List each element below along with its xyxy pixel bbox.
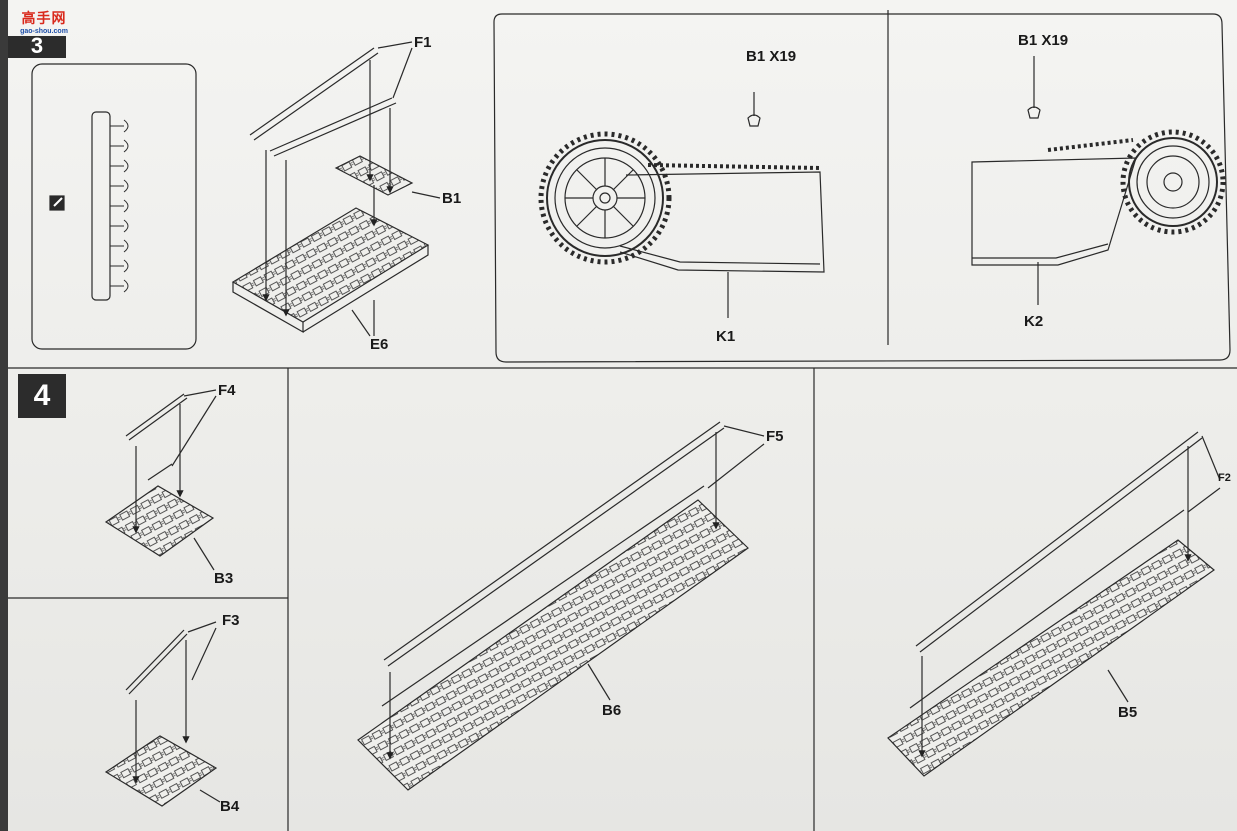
callout-right: B1 X19 (1018, 32, 1069, 49)
k2-hull (971, 56, 1226, 305)
label-f4: F4 (218, 382, 236, 399)
step3-track-assembly (231, 41, 441, 337)
k1-hull (538, 92, 825, 318)
site-logo-text: 高手网 (21, 10, 67, 27)
instruction-page: 高手网 gao-shou.com 3 4 F1 B1 E6 B1 X19 K1 … (8, 0, 1237, 831)
callout-left: B1 X19 (746, 48, 797, 65)
step4-b5-assembly (887, 431, 1221, 777)
label-k2: K2 (1024, 313, 1044, 330)
label-b1: B1 (442, 190, 462, 207)
step4-b6-assembly (357, 421, 765, 791)
step3-frame (493, 13, 1231, 363)
label-f3: F3 (222, 612, 240, 629)
step4-b3-assembly (104, 389, 217, 571)
label-f2: F2 (1218, 472, 1231, 484)
site-logo: 高手网 gao-shou.com (12, 4, 76, 38)
label-b5: B5 (1118, 704, 1138, 721)
sprue-inset (31, 63, 197, 350)
site-logo-url: gao-shou.com (20, 27, 68, 35)
step-number-4: 4 (18, 374, 66, 418)
label-f1: F1 (414, 34, 432, 51)
label-f5: F5 (766, 428, 784, 445)
panel-dividers (8, 10, 1237, 831)
label-e6: E6 (370, 336, 389, 353)
label-b4: B4 (220, 798, 240, 815)
label-k1: K1 (716, 328, 736, 345)
assembly-drawing (8, 10, 1237, 831)
label-b6: B6 (602, 702, 622, 719)
step-number-3: 3 (8, 36, 66, 58)
label-b3: B3 (214, 570, 234, 587)
step4-b4-assembly (104, 621, 221, 807)
